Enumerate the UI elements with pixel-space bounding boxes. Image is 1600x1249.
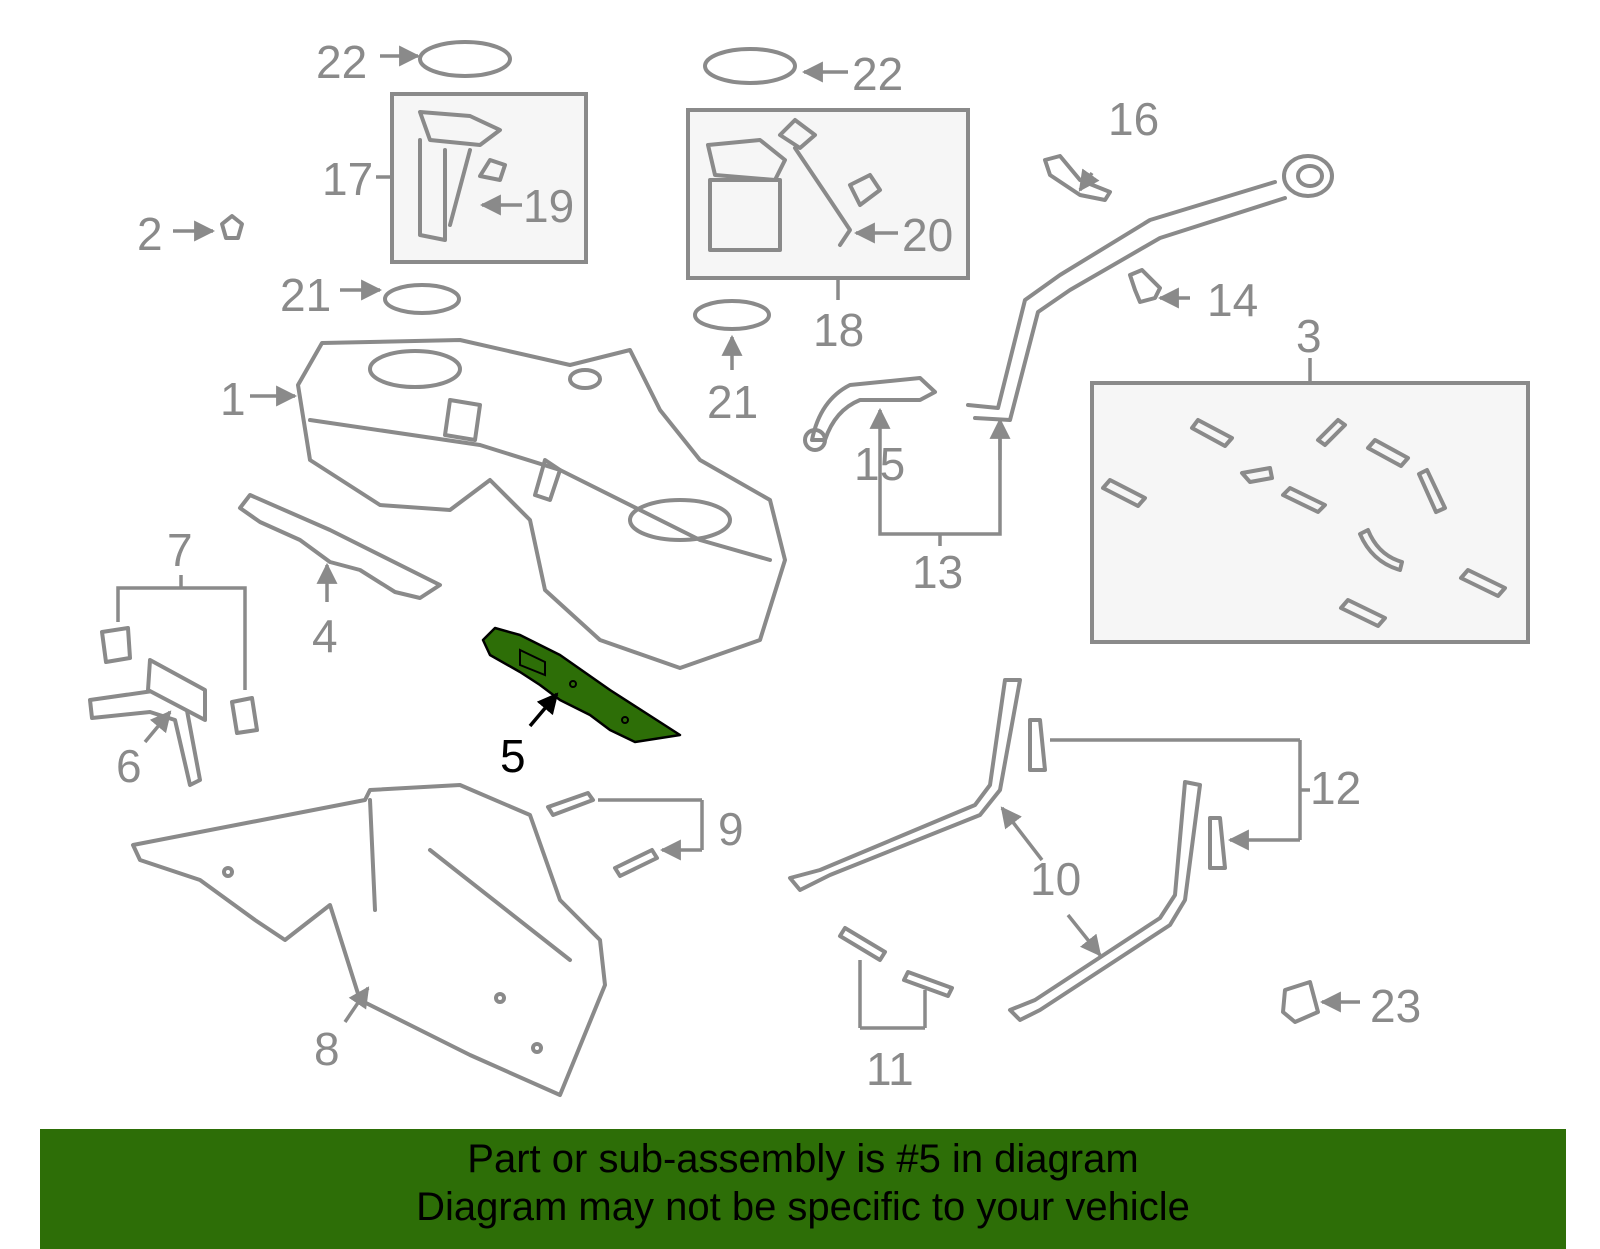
callout-1: 1 <box>220 373 246 425</box>
callout-7: 7 <box>167 524 193 576</box>
banner-line-2: Diagram may not be specific to your vehi… <box>416 1185 1190 1229</box>
callout-23: 23 <box>1370 980 1421 1032</box>
callout-9: 9 <box>718 803 744 855</box>
callout-3: 3 <box>1296 310 1322 362</box>
fuel-pump-module-box-17 <box>390 92 588 264</box>
fuel-tank-1 <box>296 338 787 670</box>
bolt-12-bottom <box>1208 816 1227 870</box>
bracket-16 <box>1043 154 1112 202</box>
callout-12: 12 <box>1310 762 1361 814</box>
fuel-pump-module-box-18 <box>686 108 970 280</box>
lead-11 <box>858 960 927 1030</box>
callout-16: 16 <box>1108 93 1159 145</box>
strap-10-left <box>788 678 1022 892</box>
callout-15: 15 <box>854 438 905 490</box>
filler-pipe <box>966 154 1334 422</box>
callout-4: 4 <box>312 610 338 662</box>
pad-7-right <box>230 696 259 735</box>
hose-15 <box>810 376 937 442</box>
callout-22-right: 22 <box>852 48 903 100</box>
callout-8: 8 <box>314 1023 340 1075</box>
callout-11: 11 <box>866 1043 914 1095</box>
banner-line-1: Part or sub-assembly is #5 in diagram <box>467 1137 1139 1181</box>
pad-9-bottom <box>613 848 659 878</box>
callout-6: 6 <box>116 740 142 792</box>
pad-7-left <box>100 626 132 664</box>
callout-10: 10 <box>1030 853 1081 905</box>
callout-20: 20 <box>902 209 953 261</box>
callout-21-right: 21 <box>707 376 758 428</box>
strap-10-right <box>1008 780 1202 1022</box>
callout-17: 17 <box>322 153 373 205</box>
leader-arrows <box>143 45 1360 1023</box>
callout-14: 14 <box>1207 274 1258 326</box>
heat-shield-8 <box>131 783 607 1097</box>
callout-19: 19 <box>523 180 574 232</box>
lead-9 <box>598 798 704 850</box>
callout-22-left: 22 <box>316 36 367 88</box>
callout-13: 13 <box>912 546 963 598</box>
bracket-4 <box>238 493 442 600</box>
callout-2: 2 <box>137 208 163 260</box>
shield-6 <box>88 658 207 787</box>
callout-5: 5 <box>500 730 526 782</box>
lock-ring-22-left <box>418 40 512 78</box>
bolt-12-top <box>1028 718 1047 772</box>
nut-2 <box>220 214 244 240</box>
pad-kit-box-3 <box>1090 381 1530 644</box>
bolt-14 <box>1128 268 1162 304</box>
callout-18: 18 <box>813 304 864 356</box>
pin-11-left <box>838 926 887 962</box>
pin-11-right <box>902 970 954 998</box>
callout-21-left: 21 <box>280 269 331 321</box>
seal-21-right <box>693 299 771 331</box>
lead-12 <box>1050 738 1302 840</box>
seal-21-left <box>383 283 461 315</box>
pad-9-top <box>546 791 595 817</box>
lead-7 <box>116 586 247 690</box>
lock-ring-22-right <box>703 47 797 85</box>
info-banner: Part or sub-assembly is #5 in diagram Di… <box>40 1129 1566 1249</box>
clip-23 <box>1281 980 1320 1024</box>
